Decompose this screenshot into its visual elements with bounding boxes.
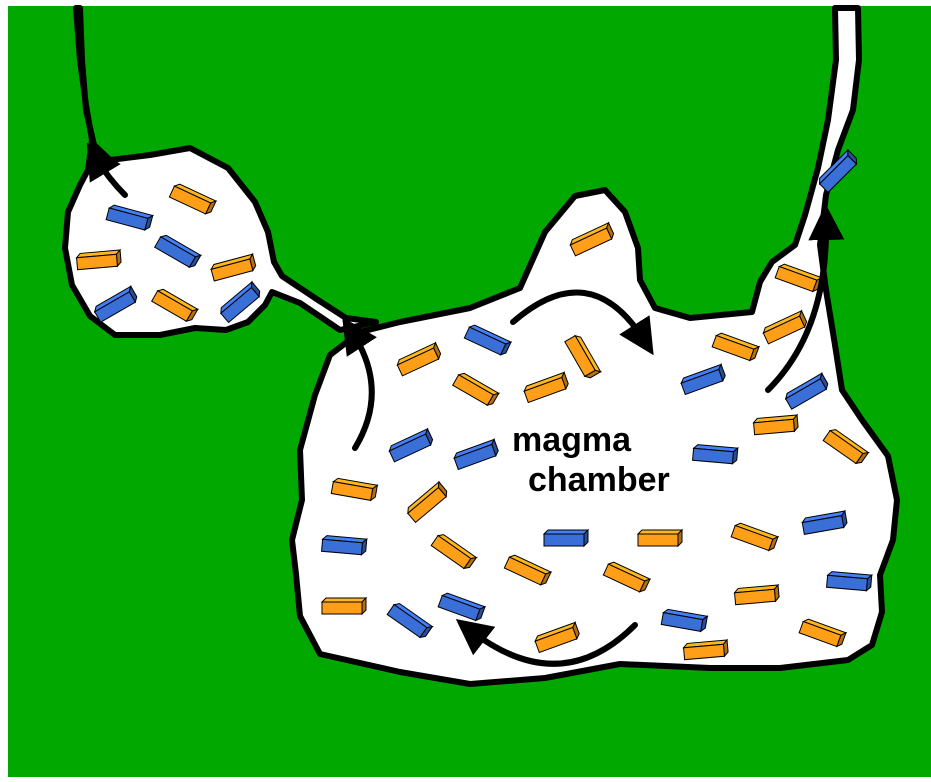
crystal xyxy=(683,640,728,660)
magma-chamber-label: magma chamber xyxy=(512,420,670,500)
crystal xyxy=(322,598,366,614)
crystal xyxy=(827,571,872,591)
crystal xyxy=(753,415,798,435)
label-line-2: chamber xyxy=(528,460,670,500)
crystal xyxy=(544,530,588,546)
label-line-1: magma xyxy=(512,420,670,460)
crystal xyxy=(734,585,779,605)
crystal xyxy=(322,535,367,555)
crystal xyxy=(76,250,121,270)
crystal xyxy=(693,444,738,464)
crystal xyxy=(638,530,682,546)
